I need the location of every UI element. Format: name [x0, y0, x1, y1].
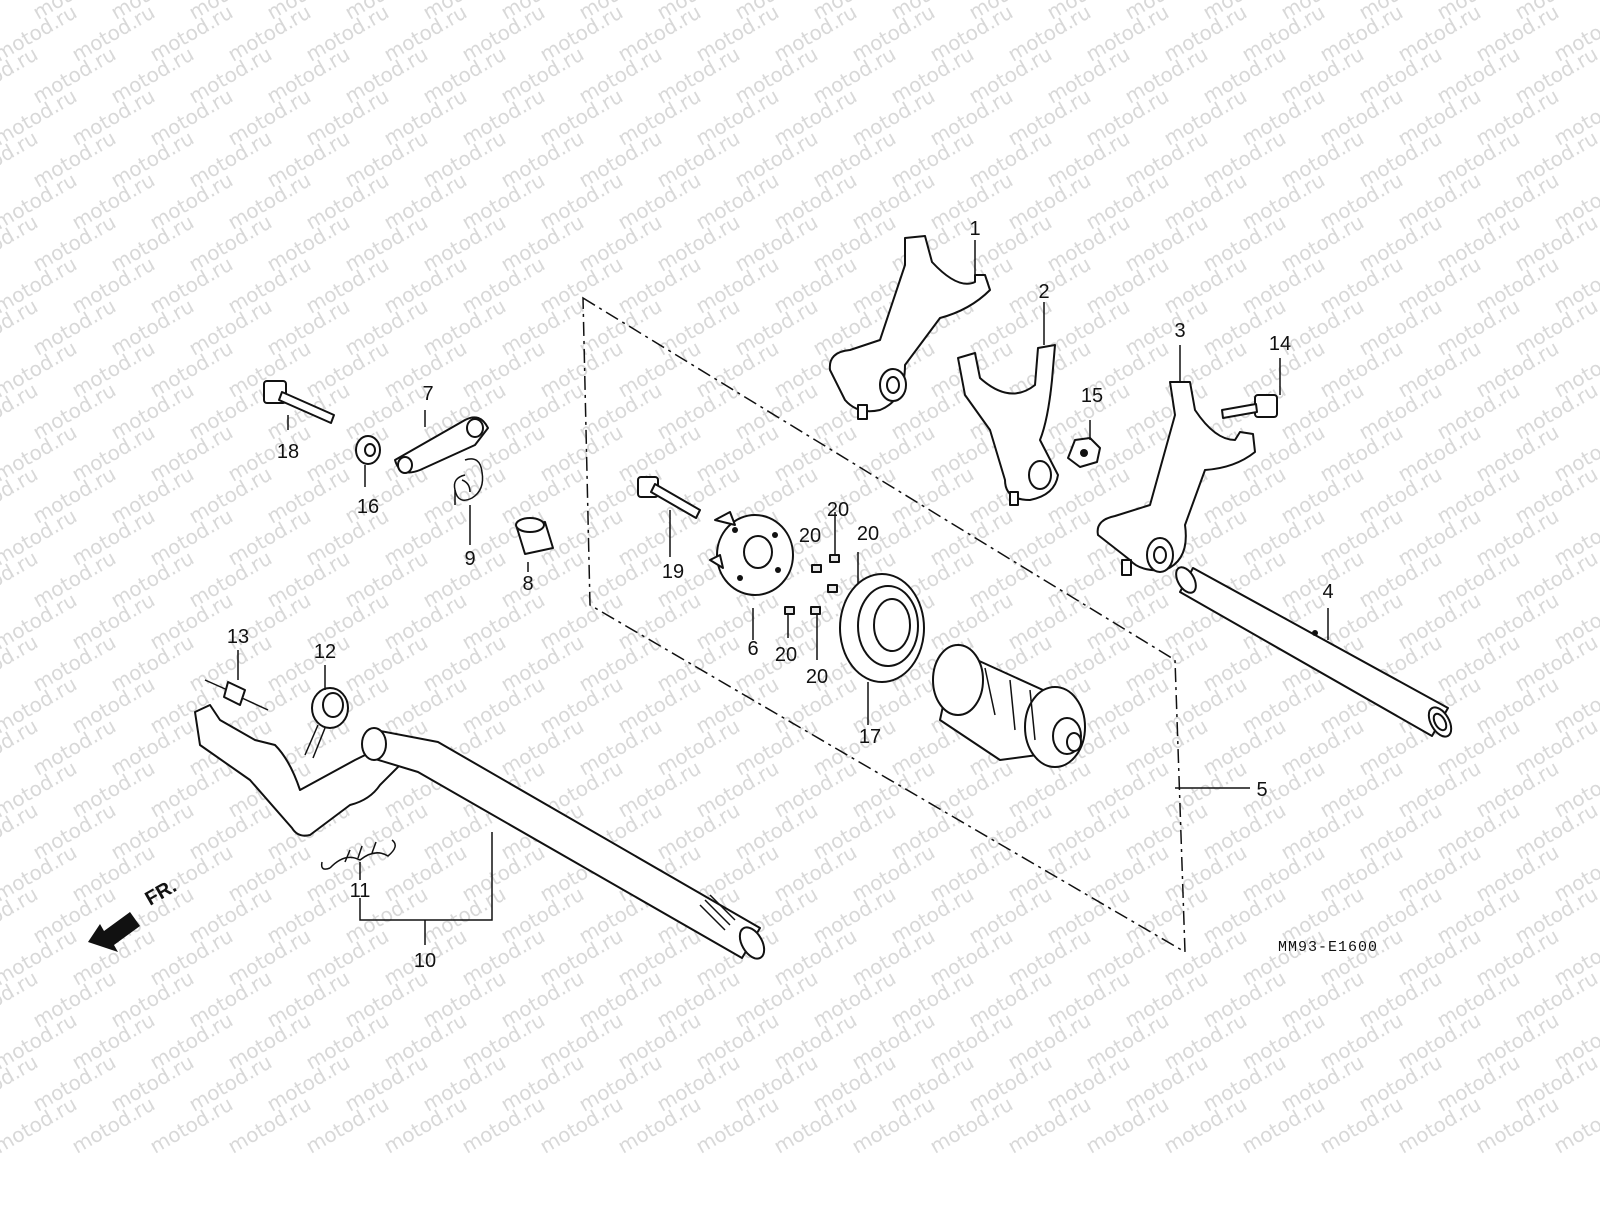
- callout-20: 20: [806, 666, 828, 688]
- callout-15: 15: [1081, 385, 1103, 407]
- callout-1: 1: [969, 218, 980, 240]
- callout-3: 3: [1174, 320, 1185, 342]
- callout-17: 17: [859, 726, 881, 748]
- callout-6: 6: [747, 638, 758, 660]
- drawing-code: MM93-E1600: [1278, 939, 1378, 956]
- callout-20: 20: [827, 499, 849, 521]
- callout-20: 20: [857, 523, 879, 545]
- callout-8: 8: [522, 573, 533, 595]
- callout-4: 4: [1322, 581, 1333, 603]
- callout-11: 11: [350, 880, 371, 902]
- callout-10: 10: [414, 950, 436, 972]
- callout-7: 7: [422, 383, 433, 405]
- callout-20: 20: [775, 644, 797, 666]
- callout-2: 2: [1038, 281, 1049, 303]
- watermark-text: motod.ru: [1550, 1092, 1600, 1159]
- callout-18: 18: [277, 441, 299, 463]
- callout-14: 14: [1269, 333, 1291, 355]
- watermark-layer: motod.rumotod.rumotod.rumotod.rumotod.ru…: [0, 0, 1600, 1158]
- callout-13: 13: [227, 626, 249, 648]
- bearing-17[interactable]: [840, 574, 924, 682]
- callout-9: 9: [464, 548, 475, 570]
- washer-16[interactable]: [356, 436, 380, 464]
- callout-20: 20: [799, 525, 821, 547]
- callout-5: 5: [1256, 779, 1267, 801]
- callout-19: 19: [662, 561, 684, 583]
- callout-12: 12: [314, 641, 336, 663]
- callout-16: 16: [357, 496, 379, 518]
- drum-cam-6[interactable]: [710, 512, 793, 595]
